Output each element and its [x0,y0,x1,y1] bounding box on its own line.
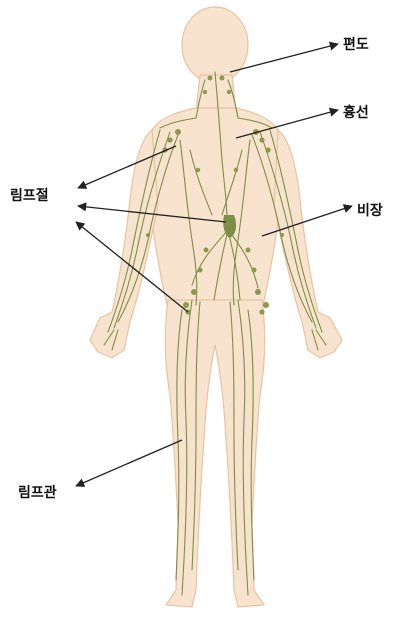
label-spleen: 비장 [357,200,383,220]
left-arm-shape [90,130,158,358]
label-lymph-node: 림프절 [10,185,49,205]
label-lymph-vessel: 림프관 [18,482,57,502]
right-arm-shape [274,130,342,358]
label-tonsil: 편도 [343,34,369,54]
arrow-vessel [76,440,182,486]
label-thymus: 흉선 [343,102,369,122]
legs-shape [165,300,265,607]
